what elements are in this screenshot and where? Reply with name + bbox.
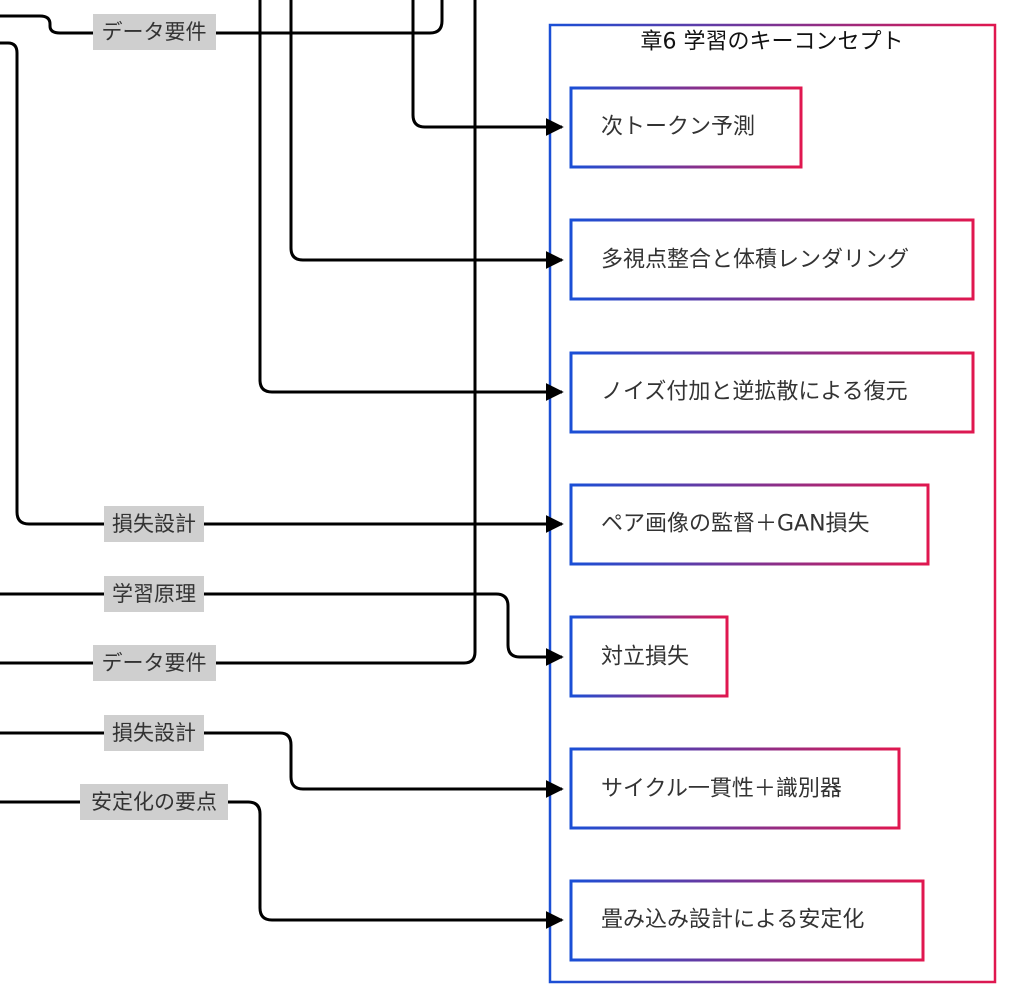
svg-text:データ要件: データ要件	[102, 651, 207, 675]
cluster-title: 章6 学習のキーコンセプト	[641, 30, 904, 55]
node-label: 多視点整合と体積レンダリング	[601, 248, 909, 273]
svg-text:学習原理: 学習原理	[112, 582, 196, 606]
node-label: 畳み込み設計による安定化	[601, 908, 864, 933]
svg-text:損失設計: 損失設計	[112, 512, 196, 536]
node-conv-stable[interactable]: 畳み込み設計による安定化	[569, 879, 925, 962]
edge-label-learning-principle: 学習原理	[104, 576, 204, 612]
edge-data-req-top[interactable]	[0, 0, 444, 35]
edge-to-conv-stable[interactable]	[0, 800, 564, 929]
nodes: 次トークン予測 多視点整合と体積レンダリング ノイズ付加と逆拡散による復元 ペア…	[569, 86, 975, 962]
node-label: ペア画像の監督＋GAN損失	[601, 512, 870, 537]
node-adversarial[interactable]: 対立損失	[569, 615, 729, 698]
edge-to-adversarial[interactable]	[0, 592, 564, 666]
node-diffusion[interactable]: ノイズ付加と逆拡散による復元	[569, 351, 975, 434]
edges	[0, 0, 564, 929]
edge-to-next-token[interactable]	[411, 0, 564, 136]
edge-label-data-req-bottom: データ要件	[93, 645, 216, 681]
node-cycle[interactable]: サイクル一貫性＋識別器	[569, 747, 901, 830]
node-multiview[interactable]: 多視点整合と体積レンダリング	[569, 218, 975, 301]
edge-label-data-req-top: データ要件	[93, 14, 216, 50]
node-paired-gan[interactable]: ペア画像の監督＋GAN損失	[569, 483, 930, 566]
edge-to-cycle[interactable]	[0, 731, 564, 798]
node-next-token[interactable]: 次トークン予測	[569, 86, 803, 169]
edge-label-loss-design-2: 損失設計	[104, 715, 204, 751]
node-label: ノイズ付加と逆拡散による復元	[601, 380, 908, 405]
node-label: 次トークン予測	[601, 115, 755, 140]
edge-label-stabilization: 安定化の要点	[80, 784, 228, 820]
node-label: 対立損失	[601, 645, 689, 670]
svg-text:安定化の要点: 安定化の要点	[91, 790, 217, 814]
svg-text:損失設計: 損失設計	[112, 721, 196, 745]
edge-label-loss-design-1: 損失設計	[104, 506, 204, 542]
edge-labels: データ要件 損失設計 学習原理 データ要件 損失設計 安定化の要点	[80, 14, 228, 820]
edge-to-multiview[interactable]	[289, 0, 564, 269]
svg-text:データ要件: データ要件	[102, 20, 207, 44]
node-label: サイクル一貫性＋識別器	[601, 777, 842, 802]
edge-to-paired-gan[interactable]	[0, 41, 564, 533]
edge-data-req-bottom[interactable]	[0, 0, 477, 665]
edge-to-diffusion[interactable]	[258, 0, 564, 401]
